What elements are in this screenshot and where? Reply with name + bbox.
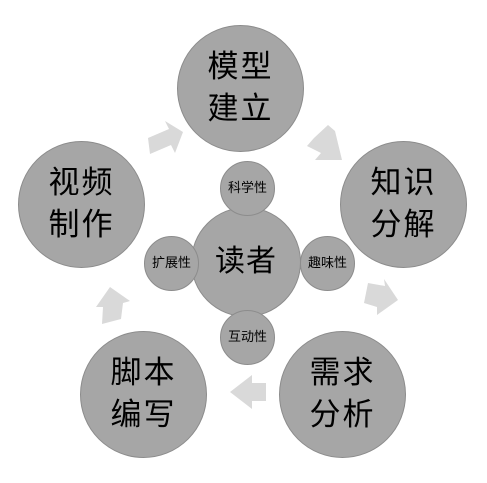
property-circle-right (300, 236, 355, 291)
stage-circle-model (177, 25, 304, 152)
stage-label-knowledge: 知识 分解 (370, 165, 437, 243)
stage-label-script: 脚本 编写 (110, 355, 177, 433)
stage-circle-script (80, 331, 207, 458)
property-label-right: 趣味性 (307, 256, 347, 271)
property-label-top: 科学性 (227, 181, 267, 196)
stage-circle-requirement (279, 331, 406, 458)
center-circle-reader (191, 207, 301, 317)
property-circle-bottom (220, 310, 275, 365)
stage-circle-knowledge (340, 141, 467, 268)
stage-label-model: 模型 建立 (207, 49, 274, 127)
arrow-knowledge-to-requirement (364, 279, 398, 315)
property-circle-top (220, 161, 275, 216)
stage-circle-video (18, 141, 145, 268)
property-circle-left (144, 236, 199, 291)
stage-label-video: 视频 制作 (48, 165, 115, 243)
arrow-video-to-model (148, 121, 183, 154)
stage-label-requirement: 需求 分析 (309, 355, 376, 433)
property-label-left: 扩展性 (151, 256, 191, 271)
arrow-requirement-to-script (230, 375, 266, 409)
arrow-script-to-video (96, 287, 130, 324)
property-label-bottom: 互动性 (227, 330, 267, 345)
arrow-model-to-knowledge (307, 125, 342, 160)
center-label-reader: 读者 (215, 244, 277, 279)
